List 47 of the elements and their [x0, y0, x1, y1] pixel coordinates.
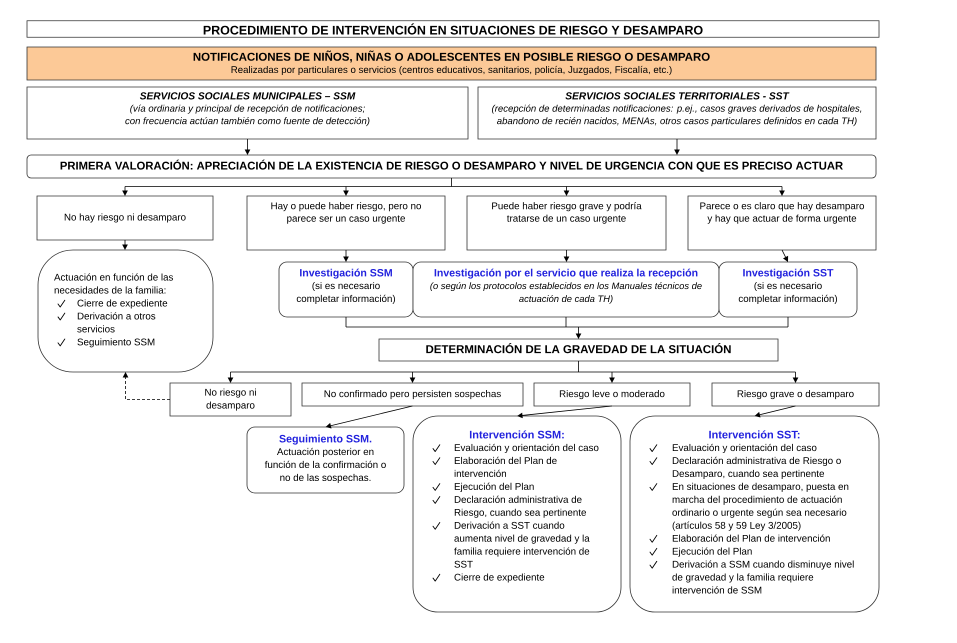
list-item: Derivación a otros servicios [77, 312, 156, 332]
list-item: Ejecución del Plan [454, 482, 534, 492]
heading: SERVICIOS SOCIALES TERRITORIALES - SST [565, 92, 790, 100]
note-text: (recepción de determinadas notificaciones: p.ej., casos graves derivados de hospitales, abandono de recién nacidos, MENAs, otros casos particulares definidos en cada TH) [492, 104, 862, 126]
list-item: Elaboración del Plan de intervención [672, 534, 830, 542]
list-item: En situaciones de desamparo, puesta en marcha del procedimiento de actuación ordinario o urgente según sea necesario (artículos 58 y 59 Ley 3/2005) [672, 482, 848, 531]
list-item: Declaración administrativa de Riesgo o Desamparo, cuando sea pertinente [672, 456, 841, 479]
note-text: Actuación posterior en función de la confirmación o no de las sospechas. [264, 448, 386, 483]
connector-line [124, 178, 782, 187]
heading: Investigación SST [743, 268, 834, 279]
arrow [326, 406, 413, 428]
severity-box: No riesgo ni desamparo [170, 382, 292, 416]
outcome-box: Parece o es claro que hay desamparo y hay que actuar de forma urgente [688, 196, 876, 250]
arrow [782, 250, 788, 262]
heading: Intervención SST: [709, 430, 800, 438]
heading: Intervención SSM: [470, 430, 564, 438]
connector-line [230, 360, 796, 372]
outcome-box: Puede haber riesgo grave y podría tratarse de un caso urgente [466, 196, 666, 250]
list-item: Evaluación y orientación del caso [454, 444, 598, 454]
list-item: Ejecución del Plan [672, 547, 752, 557]
heading: Investigación por el servicio que realiza la recepción [434, 268, 698, 279]
heading: Seguimiento SSM. [279, 434, 372, 445]
severity-box: No confirmado pero persisten sospechas [302, 382, 524, 406]
note-text: (si es necesario completar información) [738, 282, 838, 304]
list-item: Derivación a SST cuando aumenta nivel de gravedad y la familia requiere intervención de SST [454, 522, 590, 568]
list-item: Cierre de expediente [78, 299, 168, 308]
severity-box: Riesgo grave o desamparo [712, 382, 880, 406]
severity-box: Riesgo leve o moderado [534, 382, 690, 406]
heading: Investigación SSM [300, 268, 392, 279]
list-item: Declaración administrativa de Riesgo, cuando sea pertinente [454, 496, 586, 518]
heading: Actuación en función de las necesidades de la familia: [54, 273, 174, 294]
heading: SERVICIOS SOCIALES MUNICIPALES – SSM [140, 92, 356, 100]
outcome-box: No hay riesgo ni desamparo [36, 196, 214, 240]
note-text: (vía ordinaria y principal de recepción de notificaciones; con frecuencia actúan también como fuente de detección) [125, 104, 370, 126]
assessment-bar: PRIMERA VALORACIÓN: APRECIACIÓN DE LA EXISTENCIA DE RIESGO O DESAMPARO Y NIVEL DE URGENCIA CON QUE ES PRECISO ACTUAR [26, 154, 876, 178]
assessment-bar: DETERMINACIÓN DE LA GRAVEDAD DE LA SITUACIÓN [378, 338, 778, 362]
list-item: Evaluación y orientación del caso [672, 444, 816, 454]
note-text: Realizadas por particulares o servicios (centros educativos, sanitarios, policía, Juzgados, Fiscalía, etc.) [232, 66, 672, 75]
heading: NOTIFICACIONES DE NIÑOS, NIÑAS O ADOLESCENTES EN POSIBLE RIESGO O DESAMPARO [194, 50, 710, 62]
list-item: Seguimiento SSM [77, 338, 154, 348]
list-item: Cierre de expediente [454, 573, 544, 583]
note-text: (si es necesario completar información) [296, 282, 396, 304]
title: PROCEDIMIENTO DE INTERVENCIÓN EN SITUACIONES DE RIESGO Y DESAMPARO [26, 20, 880, 38]
note-text: (o según los protocolos establecidos en los Manuales técnicos de actuación de cada TH) [430, 282, 702, 304]
list-item: Elaboración del Plan de intervención [454, 456, 557, 477]
outcome-box: Hay o puede haber riesgo, pero no parece ser un caso urgente [246, 196, 446, 250]
list-item: Derivación a SSM cuando disminuye nivel de gravedad y la familia requiere intervención de SSM [672, 560, 854, 594]
